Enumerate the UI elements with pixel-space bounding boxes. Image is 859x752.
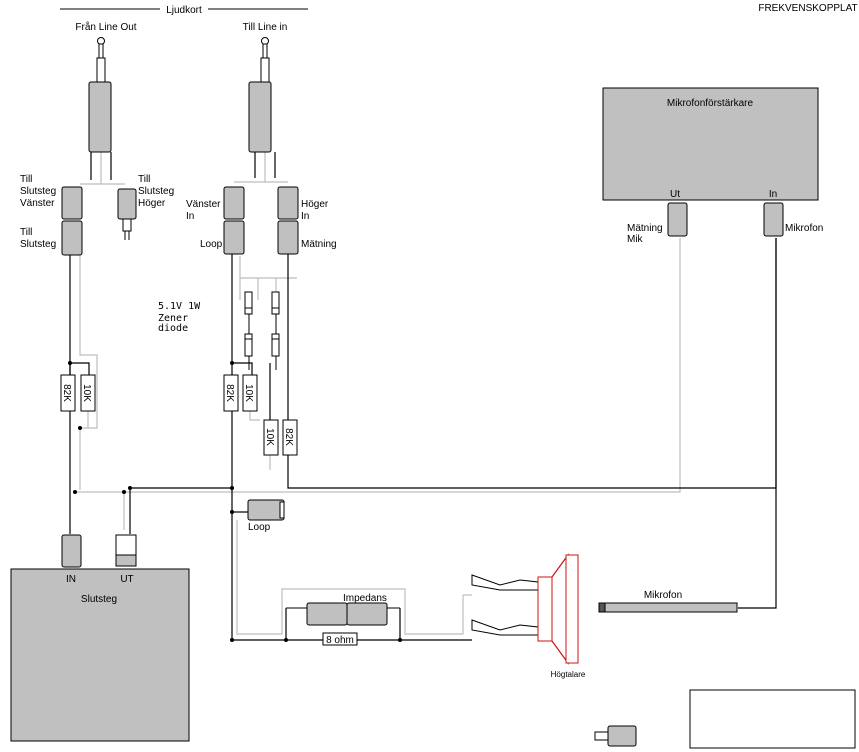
resistor-10k-right: [263, 419, 279, 456]
slutsteg-hoger-label: Till: [138, 174, 150, 185]
resistors: 82K 10K 82K 10K 10K 82K: [60, 374, 298, 456]
grey-wires: [75, 152, 681, 635]
matning-mik-label-2: Mik: [627, 234, 644, 245]
mic-amp-in-label: In: [769, 189, 777, 200]
till-slutsteg-label-2: Slutsteg: [20, 239, 56, 250]
zener-label-3: diode: [158, 323, 188, 334]
slutsteg-ut-label: UT: [120, 574, 133, 585]
matning-connector-label: Mätning: [301, 239, 337, 250]
slutsteg-in-label: IN: [66, 574, 76, 585]
mic-amplifier: Mikrofonförstärkare Ut In Mätning Mik Mi…: [602, 87, 823, 245]
resistor-10k-mid: [242, 374, 258, 412]
vanster-in-label: Vänster: [186, 199, 221, 210]
zener-label-1: 5.1V 1W: [158, 301, 201, 312]
speaker-assembly: Högtalare: [471, 553, 586, 679]
line-in-jack: Till Line in: [243, 22, 288, 153]
resistor-82k-mid-label: 82K: [224, 384, 235, 402]
mikrofon-connector-label: Mikrofon: [785, 223, 823, 234]
mic-amp-ut-label: Ut: [670, 189, 680, 200]
line-out-label: Från Line Out: [75, 21, 136, 33]
loop-plug: Loop: [247, 499, 285, 533]
left-connectors: Till Slutsteg Vänster Till Slutsteg Höge…: [20, 174, 174, 256]
resistor-82k-left-label: 82K: [61, 384, 72, 402]
hoger-in-label-2: In: [301, 211, 309, 222]
resistor-10k-right-label: 10K: [264, 428, 275, 446]
ljudkort-label: Ljudkort: [166, 5, 202, 16]
slutsteg-hoger-label-3: Höger: [138, 198, 166, 209]
black-wires: [69, 152, 777, 641]
hoger-in-label: Höger: [301, 199, 329, 210]
ohm-label: 8 ohm: [326, 635, 354, 646]
line-in-connectors: Vänster In Höger In Loop Mätning: [186, 186, 337, 255]
slutsteg-vanster-label-2: Slutsteg: [20, 186, 56, 197]
resistor-10k-mid-label: 10K: [243, 384, 254, 402]
page-title: FREKVENSKOPPLAT: [758, 3, 857, 14]
junction-dots: [68, 361, 402, 642]
loop-connector-label: Loop: [200, 239, 223, 250]
microphone: Mikrofon: [598, 590, 738, 613]
vanster-in-label-2: In: [186, 211, 194, 222]
legend-box: [689, 689, 856, 749]
impedans-label: Impedans: [343, 593, 387, 604]
matning-mik-label-1: Mätning: [627, 223, 663, 234]
line-in-label: Till Line in: [243, 22, 288, 33]
slutsteg-hoger-label-2: Slutsteg: [138, 186, 174, 197]
loop-label: Loop: [248, 522, 271, 533]
spare-plug: [594, 725, 637, 747]
slutsteg-vanster-label: Till: [20, 174, 32, 185]
zener-diodes: 5.1V 1W Zener diode: [158, 291, 280, 370]
hogtalare-label: Högtalare: [551, 670, 586, 679]
impedance-block: Impedans 8 ohm: [286, 593, 400, 646]
resistor-10k-left: [80, 374, 96, 412]
slutsteg-title: Slutsteg: [81, 594, 117, 605]
till-slutsteg-label: Till: [20, 227, 32, 238]
mikrofon-label: Mikrofon: [644, 590, 682, 601]
resistor-82k-mid: [223, 374, 239, 412]
resistor-82k-right: [282, 419, 298, 456]
mic-amp-title: Mikrofonförstärkare: [667, 98, 754, 109]
power-amplifier: Slutsteg IN UT: [10, 534, 190, 742]
zener-label-2: Zener: [158, 313, 188, 324]
resistor-82k-left: [60, 374, 76, 412]
resistor-10k-left-label: 10K: [81, 384, 92, 402]
line-out-jack: Från Line Out: [75, 21, 137, 153]
resistor-82k-right-label: 82K: [283, 428, 294, 446]
slutsteg-vanster-label-3: Vänster: [20, 198, 55, 209]
